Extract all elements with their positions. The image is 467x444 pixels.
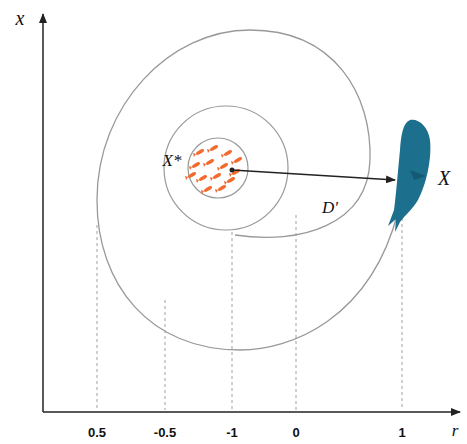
fish-tail [189, 166, 192, 170]
fish [198, 174, 208, 182]
point-label: X* [163, 152, 182, 169]
fish [195, 148, 205, 156]
fish-tail [203, 163, 206, 167]
inner-circle-small [188, 138, 248, 198]
fish [205, 158, 215, 166]
fish [203, 185, 213, 193]
x-axis [42, 14, 44, 412]
fish-tail [207, 149, 210, 153]
whale-figure [388, 120, 430, 232]
point-label: X [438, 168, 450, 188]
fish-school [185, 144, 243, 194]
fish-tail [231, 161, 234, 165]
fish [226, 176, 236, 184]
tick-label: 0 [292, 426, 299, 439]
tick-label: -0.5 [154, 426, 176, 439]
distance-label: D' [320, 198, 340, 217]
distance-arrow [232, 170, 395, 180]
tick-label: 1 [398, 426, 405, 439]
guide-lines [97, 215, 402, 410]
fish-tail [196, 179, 199, 183]
spiral-path [97, 30, 398, 350]
tick-label: 0.5 [88, 426, 106, 439]
axis-label: r [452, 422, 459, 439]
fish [212, 172, 222, 180]
inner-circle [164, 106, 288, 230]
fish-tail [210, 177, 213, 181]
fish [217, 184, 227, 192]
fish-tail [229, 173, 232, 177]
fish-tail [221, 154, 224, 158]
fish-tail [185, 176, 188, 180]
fish [219, 162, 229, 170]
fish [209, 144, 219, 152]
fish-tail [215, 189, 218, 193]
fish-tail [193, 153, 196, 157]
fish-tail [217, 167, 220, 171]
fish [233, 156, 243, 164]
tick-label: -1 [226, 426, 238, 439]
fish-tail [201, 190, 204, 194]
fish-tail [224, 181, 227, 185]
fish [191, 161, 201, 169]
best-point [230, 168, 235, 173]
axis-label: x [16, 8, 25, 28]
fish [187, 171, 197, 179]
r-axis [43, 411, 460, 413]
fish [223, 149, 233, 157]
